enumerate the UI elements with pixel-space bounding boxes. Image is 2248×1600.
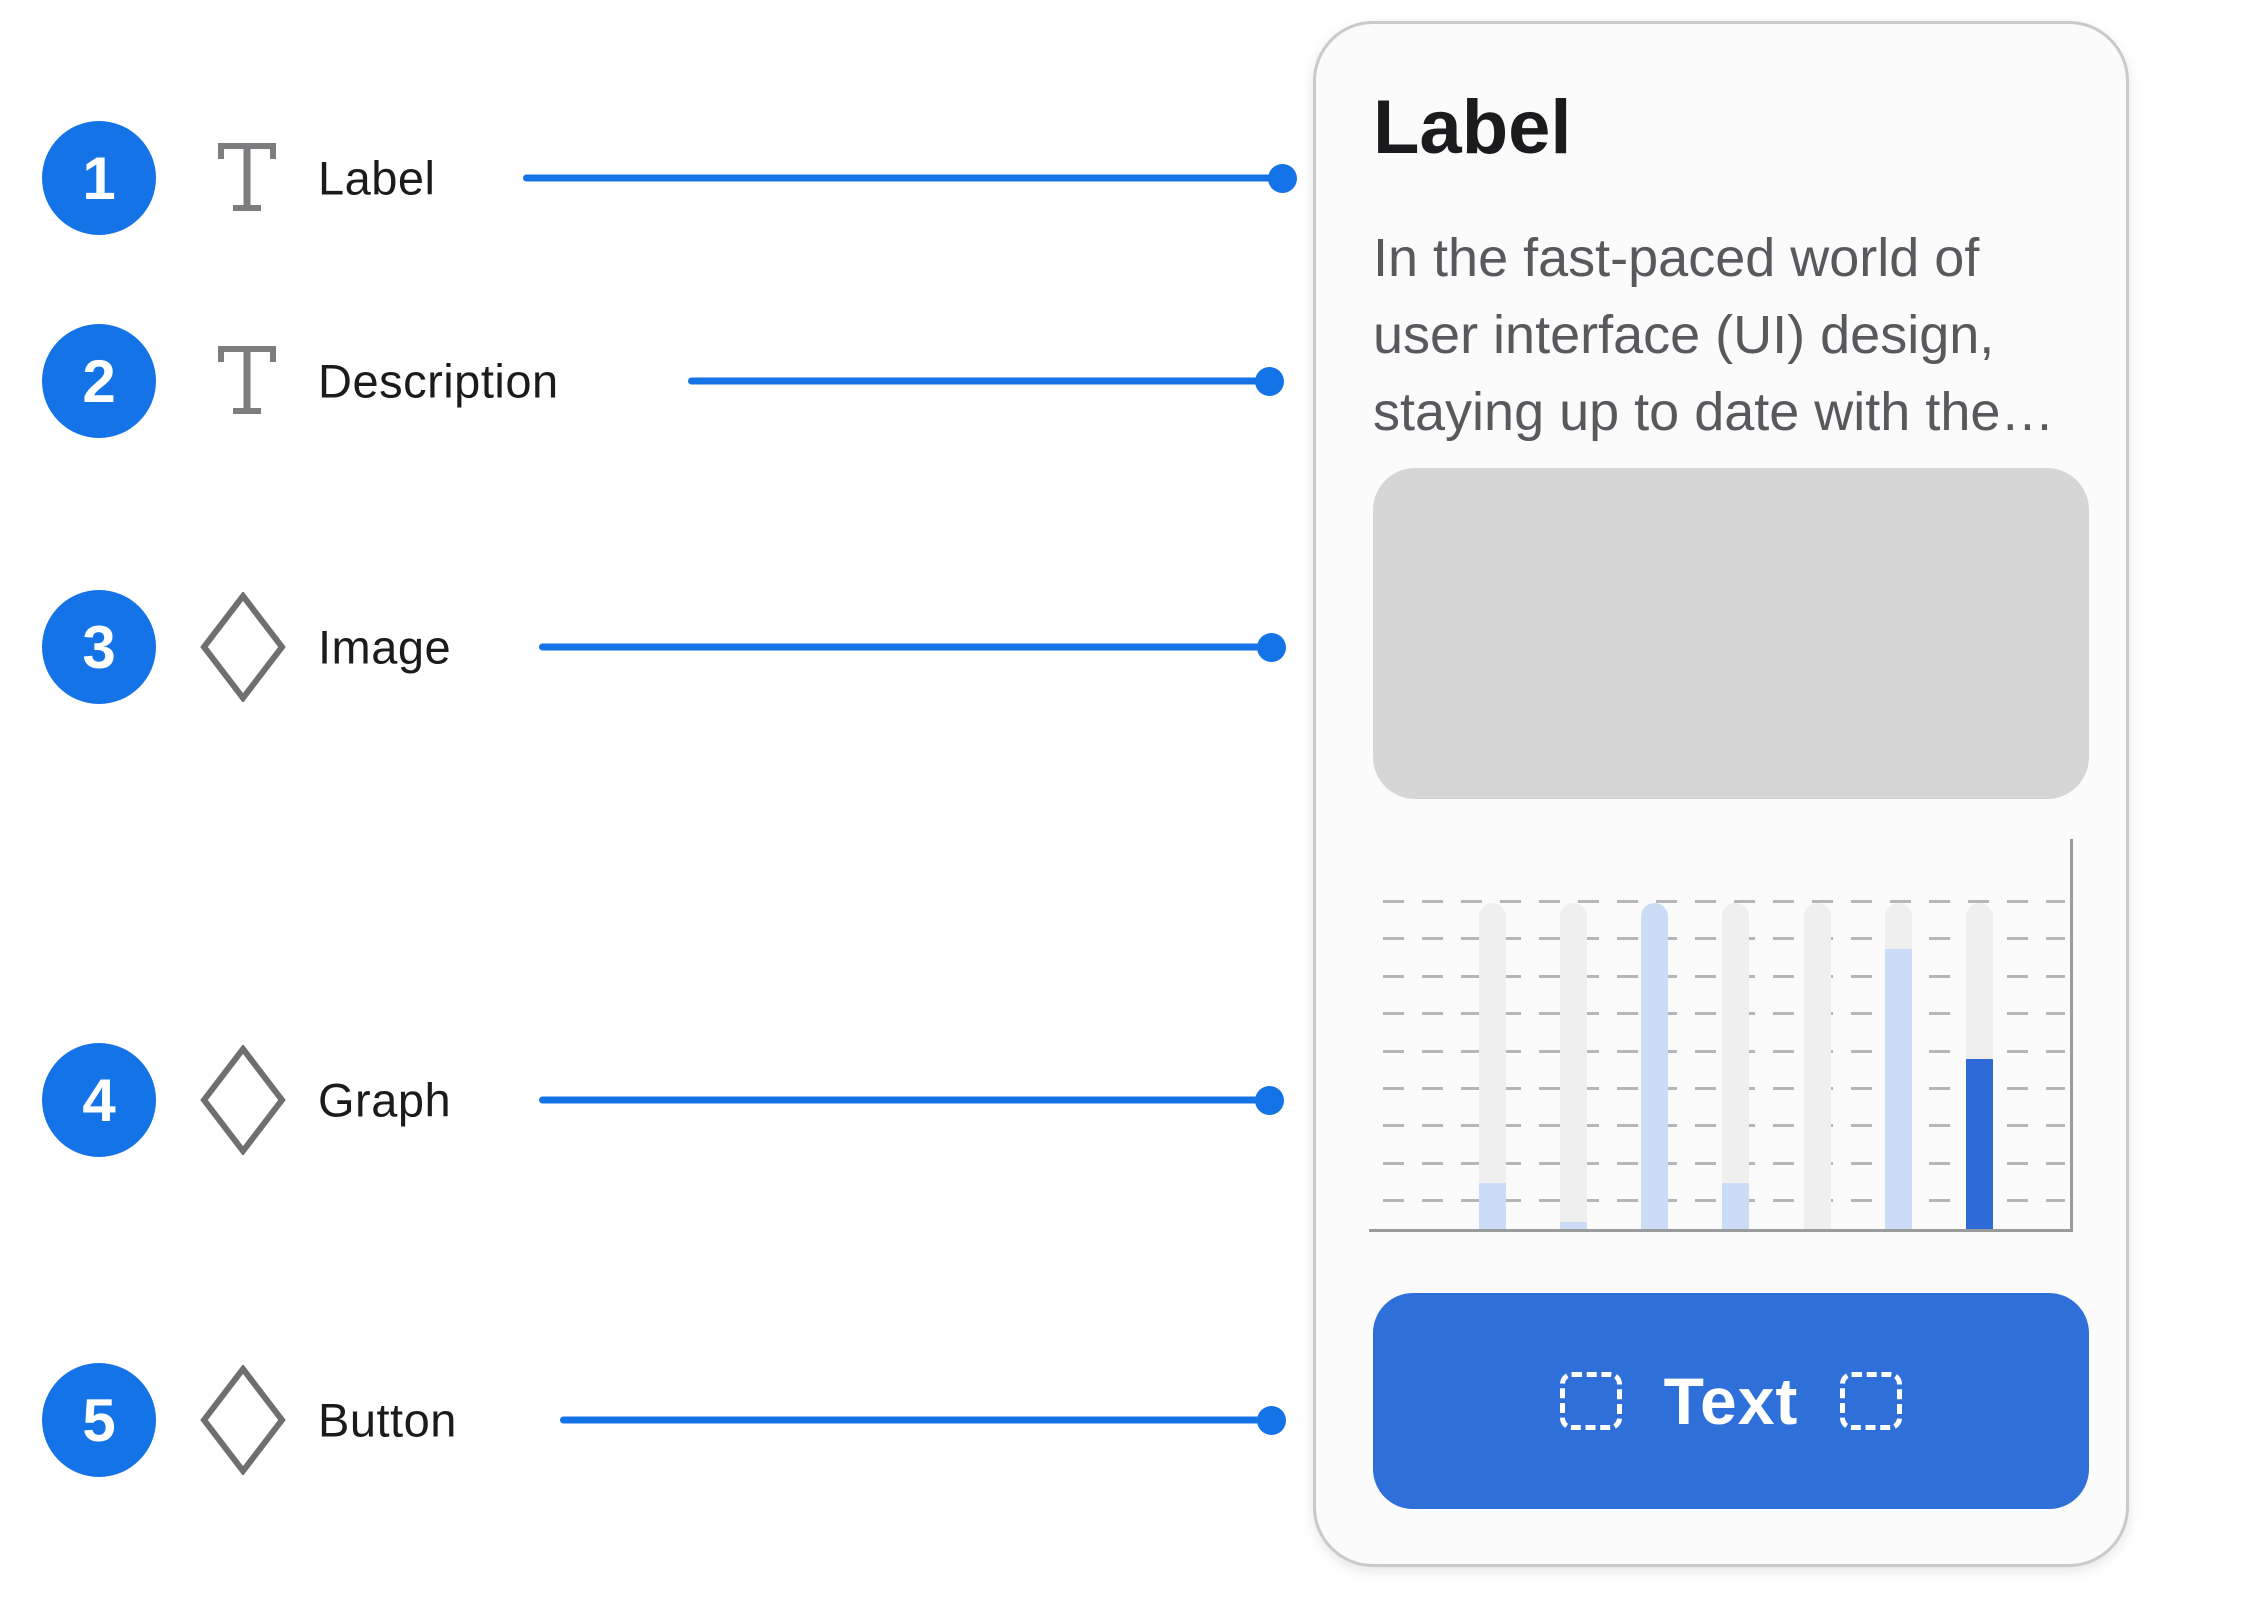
text-tool-icon [218,143,276,211]
step-number-badge: 2 [42,324,156,438]
connector-dot [1268,163,1297,193]
annotation-row-description: 2 Description [0,323,1313,439]
annotation-label: Description [318,354,559,408]
step-number: 1 [82,144,116,212]
annotation-row-graph: 4 Graph [0,1042,1313,1158]
bar-chart [1369,839,2073,1232]
diamond-icon [200,1045,286,1155]
connector-line [539,1085,1284,1115]
bar-track [1722,903,1750,1229]
bar-track [1641,903,1669,1229]
bar-fill [1722,1183,1750,1229]
image-placeholder [1373,468,2089,799]
step-number-badge: 3 [42,590,156,704]
annotation-label: Button [318,1393,457,1447]
bar-track [1965,903,1993,1229]
connector-line [523,163,1297,193]
step-number: 2 [82,347,116,415]
step-number-badge: 4 [42,1043,156,1157]
connector-line [688,366,1284,396]
chart-right-axis [2070,839,2073,1232]
bar-track [1803,903,1831,1229]
selection-bracket-icon [1840,1372,1903,1430]
connector-dot [1255,1085,1284,1115]
chart-baseline-axis [1369,1229,2073,1232]
bar-fill [1965,1059,1993,1229]
gridline [1383,900,2065,903]
step-number: 4 [82,1066,116,1134]
connector-dot [1257,1405,1286,1435]
ui-card-mockup: Label In the fast-paced world of user in… [1313,21,2129,1567]
step-number-badge: 5 [42,1363,156,1477]
annotation-label: Graph [318,1073,452,1127]
bar-track [1479,903,1506,1229]
bar-fill [1641,903,1669,1229]
connector-dot [1255,366,1284,396]
bar-track [1560,903,1588,1229]
card-title: Label [1373,85,1572,170]
annotation-label: Label [318,151,436,205]
bar-fill [1884,948,1912,1229]
chart-bars [1479,903,1993,1229]
connector-line [560,1405,1286,1435]
connector-line [539,632,1286,662]
bar-track [1884,903,1912,1229]
step-number: 5 [82,1386,116,1454]
connector-dot [1257,632,1286,662]
step-number: 3 [82,613,116,681]
diamond-icon [200,1365,286,1475]
button-label: Text [1663,1364,1799,1438]
bar-fill [1479,1183,1506,1229]
card-primary-button[interactable]: Text [1373,1293,2089,1509]
annotation-row-button: 5 Button [0,1362,1313,1478]
selection-bracket-icon [1559,1372,1622,1430]
text-tool-icon [218,346,276,414]
annotation-row-label: 1 Label [0,120,1313,236]
annotation-row-image: 3 Image [0,589,1313,705]
step-number-badge: 1 [42,121,156,235]
bar-fill [1560,1222,1588,1229]
annotation-label: Image [318,620,452,674]
diamond-icon [200,592,286,702]
card-description: In the fast-paced world of user interfac… [1373,228,2055,442]
